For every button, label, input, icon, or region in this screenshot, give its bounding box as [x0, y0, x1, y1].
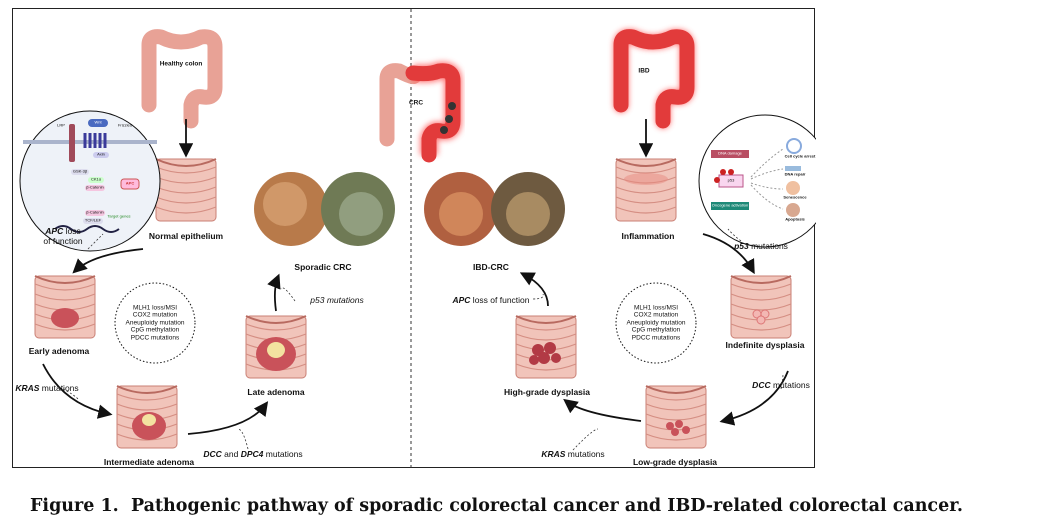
ibd-colon-icon — [621, 37, 687, 121]
indefinite-dysplasia-tissue — [730, 275, 792, 339]
dcc-dpc4-mutations-label: DCC and DPC4 mutations — [203, 449, 303, 460]
low-grade-dysplasia-label: Low-grade dysplasia — [632, 457, 718, 468]
ibd-crc-endoscopy-image — [424, 172, 565, 246]
ibd-label: IBD — [638, 67, 650, 75]
kras-mutations-ibd-label: KRAS mutations — [541, 449, 605, 460]
apc-wnt-inset — [19, 110, 161, 252]
normal-epithelium-label: Normal epithelium — [148, 231, 224, 242]
intermediate-adenoma-label: Intermediate adenoma — [103, 457, 195, 468]
early-adenoma-label: Early adenoma — [28, 346, 90, 357]
apc-loss-ibd-label: APC loss of function — [452, 295, 530, 306]
figure-caption: Figure 1. Pathogenic pathway of sporadic… — [30, 496, 963, 516]
crc-label: CRC — [408, 99, 424, 107]
low-grade-dysplasia-tissue — [645, 385, 707, 449]
early-adenoma-tissue — [34, 275, 96, 339]
late-adenoma-tissue — [245, 315, 307, 379]
beta-catenin-label: β-Catenin — [86, 184, 104, 190]
figure-panel: Healthy colon CRC IBD Normal epithelium … — [12, 8, 816, 469]
cell-cycle-arrest-label: Cell cycle arrest — [784, 153, 816, 159]
apoptosis-label: Apoptosis — [785, 216, 805, 222]
dna-repair-label: DNA repair — [784, 171, 806, 177]
nuclear-beta-catenin-label: β-Catenin — [86, 209, 104, 215]
caption-text: Pathogenic pathway of sporadic colorecta… — [130, 496, 963, 516]
p53-inset — [698, 114, 816, 248]
p53-label: p53 — [727, 177, 735, 183]
target-genes-label: Target genes — [107, 213, 131, 219]
ck1a-label: CK1α — [90, 176, 102, 182]
sporadic-crc-label: Sporadic CRC — [294, 262, 352, 273]
crc-colon-icon — [379, 61, 462, 163]
pathway-diagram — [19, 9, 816, 469]
ibd-factors-circle — [615, 282, 697, 364]
p53-mutations-label: p53 mutations — [310, 295, 364, 306]
inflammation-label: Inflammation — [621, 231, 675, 242]
frizzled-label: Frizzled — [117, 122, 133, 128]
wnt-label: Wnt — [94, 119, 102, 125]
annotation-leaders — [62, 228, 784, 451]
apc-crossed-label: APC — [125, 180, 135, 186]
ibd-crc-label: IBD-CRC — [473, 262, 509, 273]
high-grade-dysplasia-label: High-grade dysplasia — [504, 387, 590, 398]
lrp-label: LRP — [57, 122, 65, 128]
dna-damage-label: DNA damage — [718, 150, 742, 156]
p53-mutations-ibd-label: p53 mutations — [734, 241, 788, 252]
kras-mutations-label: KRAS mutations — [15, 383, 79, 394]
late-adenoma-label: Late adenoma — [247, 387, 305, 398]
normal-epithelium-tissue — [155, 158, 217, 222]
sporadic-factors-circle — [114, 282, 196, 364]
sporadic-crc-endoscopy-image — [254, 172, 395, 246]
high-grade-dysplasia-tissue — [515, 315, 577, 379]
inflammation-tissue — [615, 158, 677, 222]
intermediate-adenoma-tissue — [116, 385, 178, 449]
healthy-colon-icon — [149, 37, 215, 121]
gsk3b-label: GSK-3β — [72, 168, 88, 174]
axin-label: Axin — [97, 151, 105, 157]
tcf-lef-label: TCF/LEF — [84, 217, 102, 223]
caption-label: Figure 1. — [30, 496, 119, 516]
indefinite-dysplasia-label: Indefinite dysplasia — [725, 340, 805, 351]
healthy-colon-label: Healthy colon — [159, 60, 203, 68]
oncogene-activation-label: Oncogene activation — [711, 202, 749, 208]
senescence-label: Senescence — [783, 194, 807, 200]
pathway-arrows — [42, 119, 789, 435]
dcc-mutations-label: DCC mutations — [752, 380, 810, 391]
